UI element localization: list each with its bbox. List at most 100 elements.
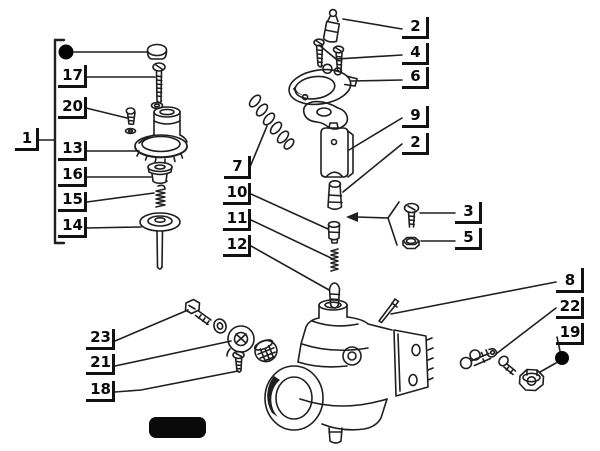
callout-1[interactable]: 1	[15, 128, 39, 151]
part-top-cap	[146, 43, 168, 60]
callout-number: 8	[564, 271, 576, 289]
leader-line-8	[390, 281, 557, 315]
bullet-marker	[58, 44, 74, 60]
callout-12[interactable]: 12	[223, 235, 251, 257]
callout-number: 3	[463, 202, 474, 220]
callout-14[interactable]: 14	[58, 217, 87, 238]
callout-19[interactable]: 19	[556, 323, 584, 345]
callout-number: 4	[410, 43, 421, 61]
callout-16[interactable]: 16	[58, 167, 87, 187]
part-tap-screw	[498, 355, 517, 376]
callout-number: 16	[62, 165, 83, 183]
callout-number: 2	[410, 17, 421, 35]
callout-number: 11	[226, 209, 248, 227]
callout-18[interactable]: 18	[86, 381, 115, 402]
leader-line-18	[114, 370, 239, 393]
leader-line-2b	[342, 143, 403, 193]
part-float-needle	[378, 298, 400, 324]
callout-number: 20	[62, 97, 83, 115]
redaction-sticker	[149, 417, 206, 438]
callout-number: 5	[463, 228, 474, 246]
callout-5[interactable]: 5	[455, 228, 482, 250]
callout-22[interactable]: 22	[556, 297, 584, 319]
pointer-arrowhead-icon	[346, 212, 358, 222]
part-throttle-spring	[248, 94, 295, 150]
callout-number: 1	[21, 129, 33, 147]
part-cable-adjuster-lower	[327, 180, 343, 211]
leader-line-10	[250, 193, 329, 230]
callout-number: 18	[90, 380, 111, 398]
part-banjo-bolt	[184, 298, 212, 326]
callout-4[interactable]: 4	[402, 43, 429, 65]
callout-number: 19	[559, 323, 581, 341]
leader-line-4	[318, 44, 403, 60]
callout-number: 22	[559, 297, 581, 315]
bracket-line	[356, 216, 389, 219]
part-top-screw	[150, 62, 166, 110]
callout-3[interactable]: 3	[455, 202, 482, 224]
part-idle-screw	[124, 107, 137, 135]
part-mixing-chamber-cover	[288, 63, 358, 106]
leader-line-6	[350, 79, 403, 82]
leader-line-22	[495, 307, 557, 355]
part-spring-small	[330, 248, 339, 272]
callout-number: 17	[62, 66, 83, 84]
part-cover-gasket	[302, 100, 349, 130]
callout-number: 12	[226, 235, 248, 253]
part-fuel-filter	[253, 339, 278, 363]
part-adjuster-screw	[403, 202, 420, 228]
leader-line-14	[85, 226, 142, 229]
part-union-nut	[518, 368, 545, 392]
leader-line-9	[348, 117, 403, 151]
callout-20[interactable]: 20	[58, 97, 87, 119]
callout-number: 13	[62, 139, 83, 157]
part-choke-plunger	[139, 212, 181, 270]
part-carburetor-body	[264, 299, 434, 444]
bracket-line	[387, 217, 398, 246]
callout-number: 15	[62, 190, 83, 208]
part-throttle-slide	[320, 122, 354, 178]
part-cable-adjuster-top	[322, 8, 341, 43]
callout-6[interactable]: 6	[402, 67, 429, 89]
part-spring-clip	[155, 184, 166, 208]
callout-13[interactable]: 13	[58, 141, 87, 161]
callout-23[interactable]: 23	[86, 329, 115, 350]
callout-9[interactable]: 9	[402, 106, 429, 128]
callout-2[interactable]: 2	[402, 17, 429, 39]
callout-number: 2	[410, 133, 421, 151]
part-cover-screws	[313, 38, 345, 73]
callout-number: 9	[410, 106, 421, 124]
callout-number: 14	[62, 216, 83, 234]
callout-2b[interactable]: 2	[402, 133, 429, 155]
leader-line-20	[85, 107, 128, 119]
callout-7[interactable]: 7	[224, 156, 251, 179]
leader-line-15	[86, 192, 155, 203]
callout-11[interactable]: 11	[223, 209, 251, 231]
bullet-marker	[555, 351, 569, 365]
leader-line-21	[114, 340, 232, 367]
callout-21[interactable]: 21	[86, 354, 115, 375]
callout-number: 21	[90, 353, 111, 371]
leader-line-23	[114, 309, 189, 342]
part-sealing-washer	[213, 318, 227, 334]
part-keys	[459, 347, 498, 370]
part-adjuster-nut	[402, 236, 420, 250]
callout-number: 7	[232, 157, 243, 175]
callout-number: 10	[226, 183, 248, 201]
part-mixer-bush	[147, 161, 173, 185]
bracket-line	[387, 201, 400, 219]
callout-8[interactable]: 8	[556, 268, 584, 293]
leader-line-19	[539, 362, 557, 373]
callout-number: 23	[90, 328, 111, 346]
leader-line-2	[342, 18, 403, 30]
part-needle-jet	[327, 220, 341, 244]
callout-17[interactable]: 17	[58, 65, 87, 88]
leader-line-11	[250, 219, 332, 259]
leader-line-7	[249, 125, 268, 168]
part-banjo-union	[226, 325, 255, 357]
callout-15[interactable]: 15	[58, 192, 87, 212]
callout-10[interactable]: 10	[223, 183, 251, 205]
